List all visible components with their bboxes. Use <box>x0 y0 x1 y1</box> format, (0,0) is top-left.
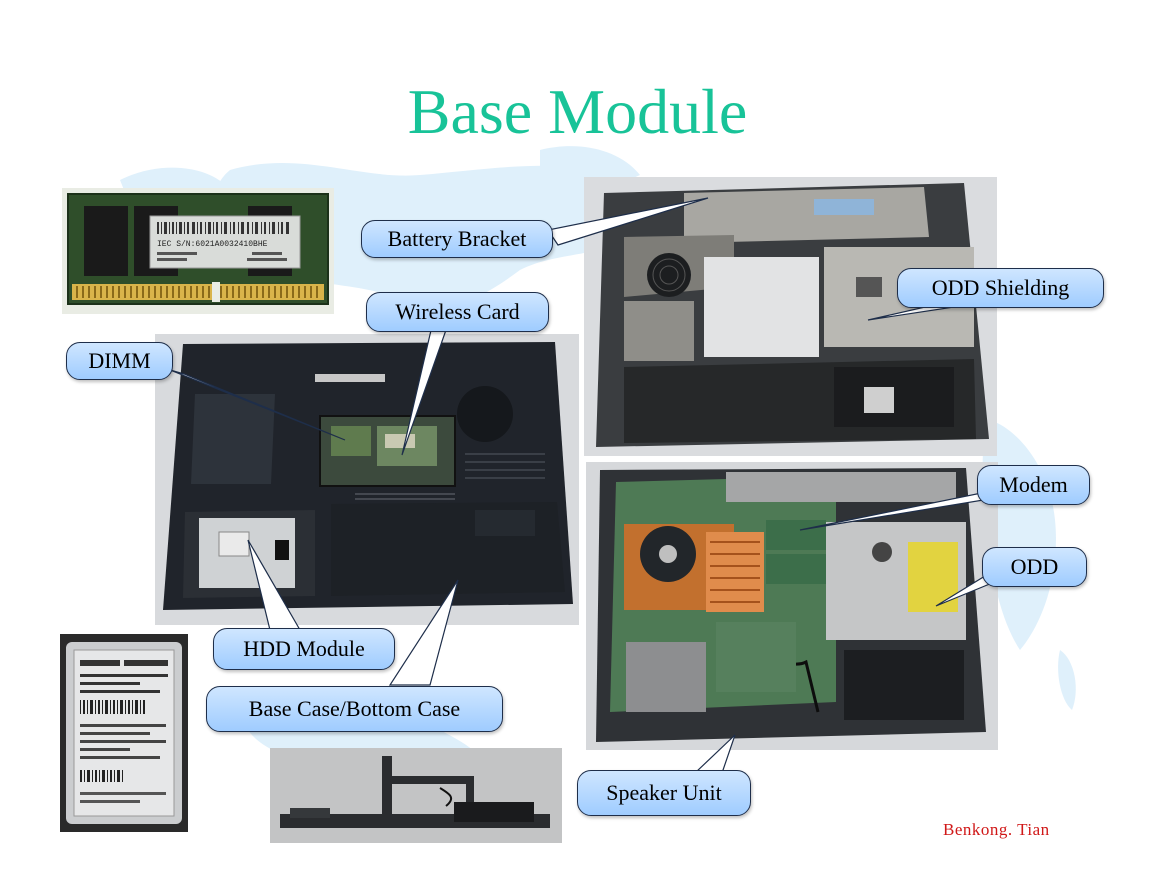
callout-odd-shielding-label: ODD Shielding <box>931 275 1070 300</box>
slide-title: Base Module <box>407 76 748 147</box>
callout-dimm-label: DIMM <box>88 348 151 373</box>
callout-odd: ODD <box>982 547 1087 587</box>
callout-wireless-card: Wireless Card <box>366 292 549 332</box>
base-inner-frame-photo <box>584 177 997 456</box>
speaker-unit-photo <box>270 748 562 843</box>
callout-odd-shielding: ODD Shielding <box>897 268 1104 308</box>
callout-modem: Modem <box>977 465 1090 505</box>
callout-speaker-unit: Speaker Unit <box>577 770 751 816</box>
callout-hdd-module: HDD Module <box>213 628 395 670</box>
callout-battery-bracket-label: Battery Bracket <box>387 226 527 251</box>
base-mainboard-photo <box>586 462 998 750</box>
callout-base-case-label: Base Case/Bottom Case <box>248 696 461 721</box>
callout-dimm: DIMM <box>66 342 173 380</box>
callout-modem-label: Modem <box>999 472 1068 497</box>
base-case-bottom-photo <box>155 334 579 625</box>
callout-speaker-unit-label: Speaker Unit <box>606 780 722 805</box>
callout-hdd-module-label: HDD Module <box>243 636 365 661</box>
author-credit: Benkong. Tian <box>943 820 1050 839</box>
callout-odd-label: ODD <box>1010 554 1059 579</box>
callout-wireless-card-label: Wireless Card <box>395 299 520 324</box>
hdd-drive-photo <box>60 634 188 832</box>
dimm-module-photo: IEC S/N:6021A0032410BHE <box>62 188 334 314</box>
callout-battery-bracket: Battery Bracket <box>361 220 553 258</box>
callout-base-case: Base Case/Bottom Case <box>206 686 503 732</box>
dimm-sticker-serial: IEC S/N:6021A0032410BHE <box>157 240 268 249</box>
